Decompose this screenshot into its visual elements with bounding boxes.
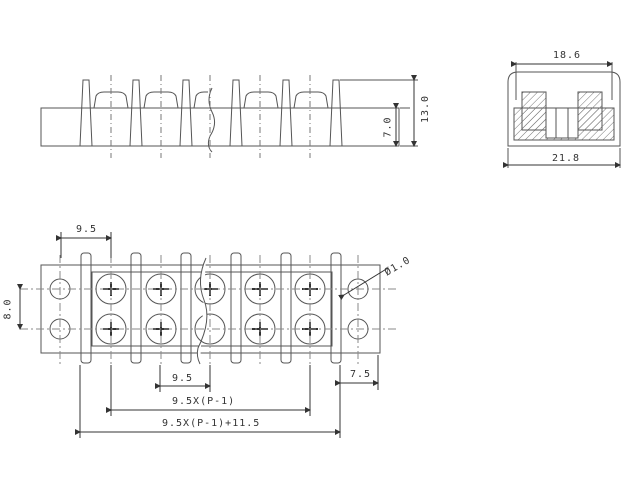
dim-pitch-top: 9.5 [76, 224, 98, 235]
dim-span-formula: 9.5X(P-1) [172, 396, 236, 407]
top-view [17, 232, 398, 438]
side-view [40, 75, 418, 158]
dim-total-length: 9.5X(P-1)+11.5 [162, 418, 261, 429]
dim-total-height: 13.0 [420, 94, 432, 124]
dim-row-spacing: 8.0 [2, 298, 14, 320]
side-barriers [79, 79, 343, 147]
top-barriers [80, 252, 342, 364]
dim-inner-width: 18.6 [553, 50, 582, 61]
dim-outer-width: 21.8 [552, 153, 581, 164]
dim-pitch-bottom: 9.5 [172, 373, 194, 384]
dim-base-height: 7.0 [382, 116, 394, 138]
dim-end-offset: 7.5 [350, 369, 372, 380]
end-view [503, 61, 621, 168]
side-screws [93, 91, 329, 109]
